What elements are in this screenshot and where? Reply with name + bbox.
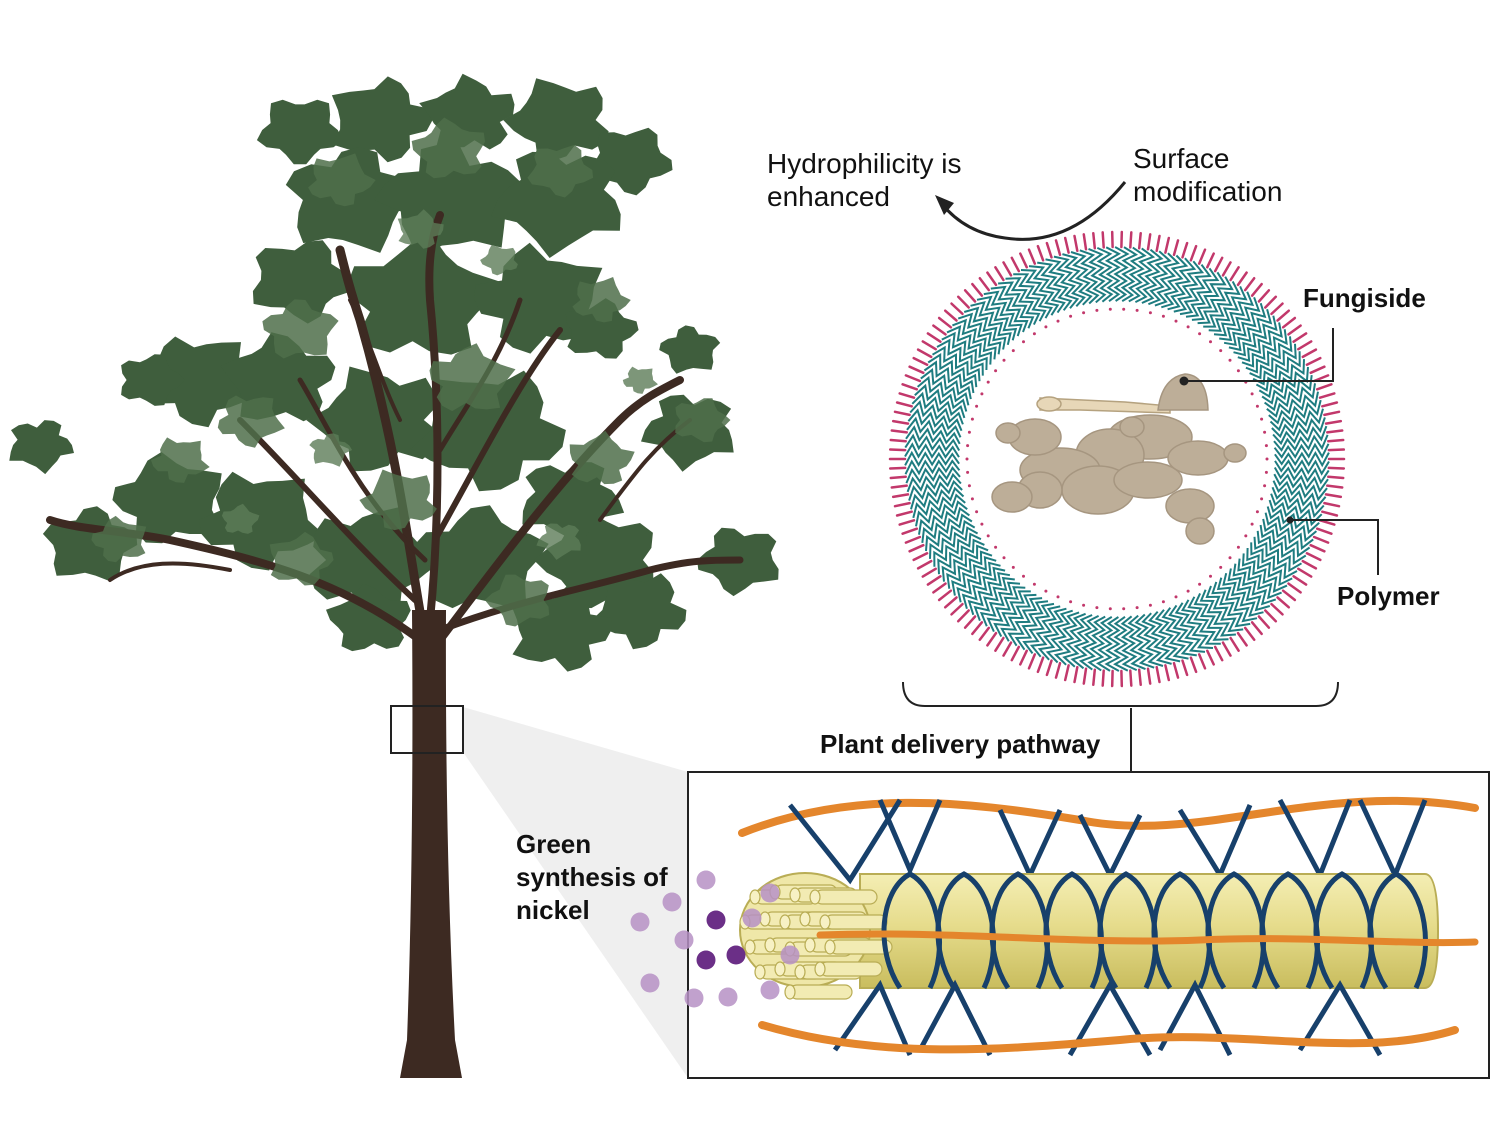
- hydrophilicity-line-1: Hydrophilicity is: [767, 147, 962, 180]
- polymer-nanoparticle: [890, 232, 1344, 686]
- nanoparticle-bracket: [903, 682, 1338, 706]
- polymer-dot: [1287, 517, 1294, 524]
- surface-modification-line-2: modification: [1133, 175, 1282, 208]
- curved-arrow: [942, 182, 1125, 239]
- fungiside-label: Fungiside: [1303, 282, 1426, 315]
- green-synthesis-label: Green synthesis of nickel: [516, 828, 668, 927]
- hydrophilicity-line-2: enhanced: [767, 180, 962, 213]
- surface-modification-line-1: Surface: [1133, 142, 1282, 175]
- green-synthesis-line-2: synthesis of: [516, 861, 668, 894]
- hydrophilicity-label: Hydrophilicity is enhanced: [767, 147, 962, 213]
- green-synthesis-line-1: Green: [516, 828, 668, 861]
- green-synthesis-line-3: nickel: [516, 894, 668, 927]
- polymer-label: Polymer: [1337, 580, 1440, 613]
- plant-delivery-pathway-label: Plant delivery pathway: [820, 728, 1100, 761]
- fungus-illustration: [992, 374, 1246, 544]
- tree-trunk: [400, 610, 462, 1078]
- fungiside-dot: [1180, 377, 1189, 386]
- surface-modification-label: Surface modification: [1133, 142, 1282, 208]
